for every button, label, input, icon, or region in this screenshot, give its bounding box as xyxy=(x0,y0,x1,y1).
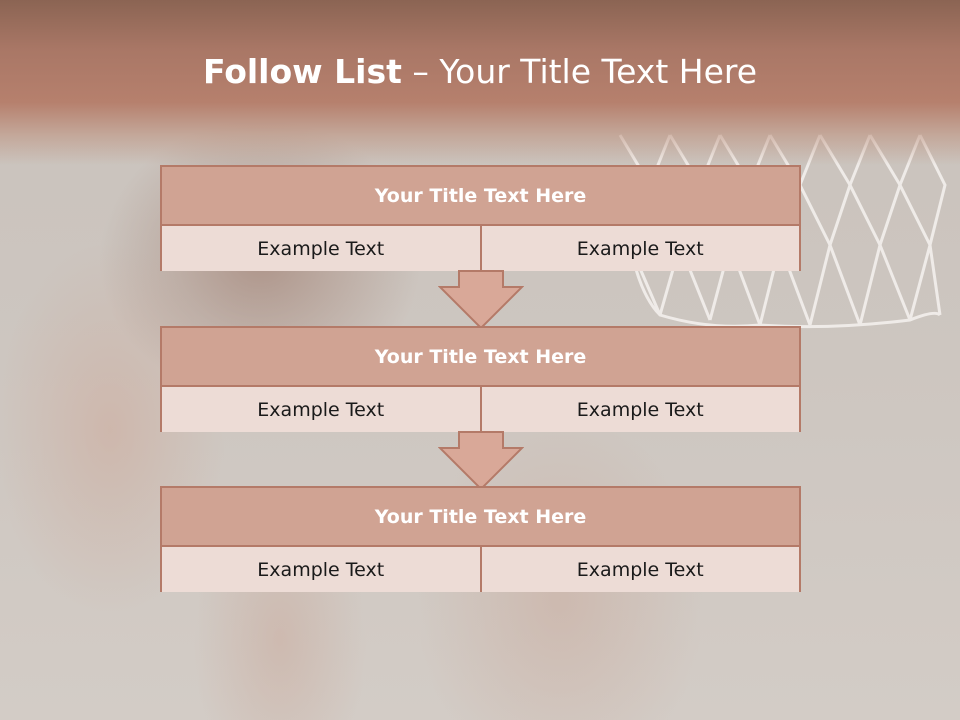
block-row: Example Text Example Text xyxy=(162,387,799,432)
list-block-3: Your Title Text Here Example Text Exampl… xyxy=(160,486,801,592)
block-cell-right: Example Text xyxy=(479,226,799,271)
block-title: Your Title Text Here xyxy=(162,488,799,547)
list-block-2: Your Title Text Here Example Text Exampl… xyxy=(160,326,801,432)
block-title: Your Title Text Here xyxy=(162,328,799,387)
header-band xyxy=(0,0,960,165)
block-title: Your Title Text Here xyxy=(162,167,799,226)
block-row: Example Text Example Text xyxy=(162,547,799,592)
block-cell-right: Example Text xyxy=(479,547,799,592)
block-cell-left: Example Text xyxy=(162,547,480,592)
slide-title-bold: Follow List xyxy=(202,52,402,91)
down-arrow-icon xyxy=(438,270,524,330)
slide-title: Follow List – Your Title Text Here xyxy=(0,52,960,91)
slide-title-rest: – Your Title Text Here xyxy=(401,52,758,91)
list-block-1: Your Title Text Here Example Text Exampl… xyxy=(160,165,801,271)
block-row: Example Text Example Text xyxy=(162,226,799,271)
block-cell-left: Example Text xyxy=(162,387,480,432)
down-arrow-icon xyxy=(438,431,524,491)
block-cell-left: Example Text xyxy=(162,226,480,271)
block-cell-right: Example Text xyxy=(479,387,799,432)
